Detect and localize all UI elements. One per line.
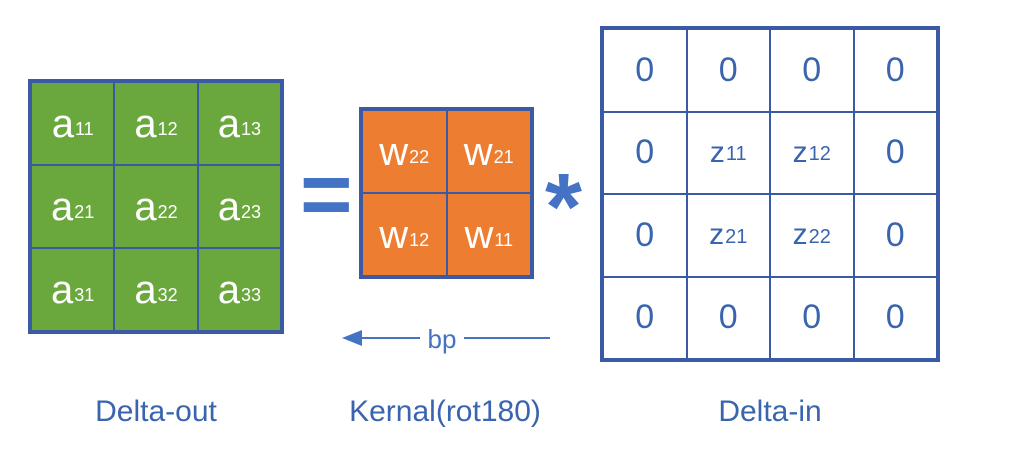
element-symbol: a (217, 184, 240, 229)
delta-in-cell: 0 (686, 276, 770, 359)
element-symbol: w (379, 212, 409, 257)
element-subscript: 12 (157, 119, 178, 139)
delta-in-cell: 0 (603, 194, 687, 277)
element-subscript: 11 (74, 119, 94, 139)
zero-value: 0 (718, 50, 738, 89)
element-subscript: 33 (240, 285, 261, 305)
delta-in-cell: 0 (853, 276, 937, 359)
element-symbol: w (463, 129, 493, 174)
delta-in-cell: 0 (853, 194, 937, 277)
element-subscript: 21 (74, 202, 95, 222)
element-subscript: 32 (157, 285, 178, 305)
zero-value: 0 (885, 298, 905, 337)
element-symbol: a (217, 101, 240, 146)
zero-value: 0 (885, 133, 905, 172)
element-subscript: 12 (808, 143, 831, 166)
delta-in-cell: 0 (770, 29, 854, 112)
delta-in-cell: 0 (603, 29, 687, 112)
delta-in-cell: 0 (603, 111, 687, 194)
element-symbol: a (51, 184, 74, 229)
delta-out-caption: Delta-out (95, 395, 217, 428)
element-symbol: z (709, 218, 725, 252)
zero-value: 0 (885, 215, 905, 254)
zero-value: 0 (635, 215, 655, 254)
element-symbol: a (217, 267, 240, 312)
backprop-arrow: bp (342, 324, 550, 354)
element-symbol: w (379, 129, 409, 174)
element-symbol: a (134, 101, 157, 146)
element-symbol: a (134, 184, 157, 229)
element-subscript: 22 (157, 202, 178, 222)
element-subscript: 11 (494, 230, 514, 250)
element-subscript: 23 (240, 202, 261, 222)
element-subscript: 31 (74, 285, 95, 305)
element-symbol: a (134, 267, 157, 312)
element-subscript: 22 (409, 147, 430, 167)
zero-value: 0 (885, 50, 905, 89)
delta-in-cell: 0 (603, 276, 687, 359)
element-subscript: 22 (808, 225, 831, 248)
arrow-label: bp (428, 324, 457, 354)
element-symbol: z (792, 218, 808, 252)
delta-in-caption: Delta-in (718, 395, 822, 428)
zero-value: 0 (635, 50, 655, 89)
element-symbol: a (51, 101, 74, 146)
delta-in-cell: 0 (853, 29, 937, 112)
equals-sign: = (300, 145, 353, 245)
convolution-sign: * (545, 154, 582, 260)
delta-in-cell: 0 (853, 111, 937, 194)
element-subscript: 21 (493, 147, 514, 167)
element-subscript: 12 (409, 230, 430, 250)
zero-value: 0 (802, 50, 822, 89)
element-subscript: 13 (240, 119, 261, 139)
element-symbol: w (464, 212, 494, 257)
kernel-caption: Kernal(rot180) (349, 395, 541, 428)
element-symbol: a (51, 267, 74, 312)
zero-value: 0 (802, 298, 822, 337)
element-subscript: 11 (725, 143, 747, 166)
zero-value: 0 (635, 133, 655, 172)
zero-value: 0 (718, 298, 738, 337)
delta-in-cell: 0 (770, 276, 854, 359)
element-symbol: z (709, 135, 725, 169)
zero-value: 0 (635, 298, 655, 337)
element-symbol: z (792, 135, 808, 169)
delta-in-cell: 0 (686, 29, 770, 112)
arrow-head (342, 330, 362, 346)
element-subscript: 21 (725, 225, 748, 248)
